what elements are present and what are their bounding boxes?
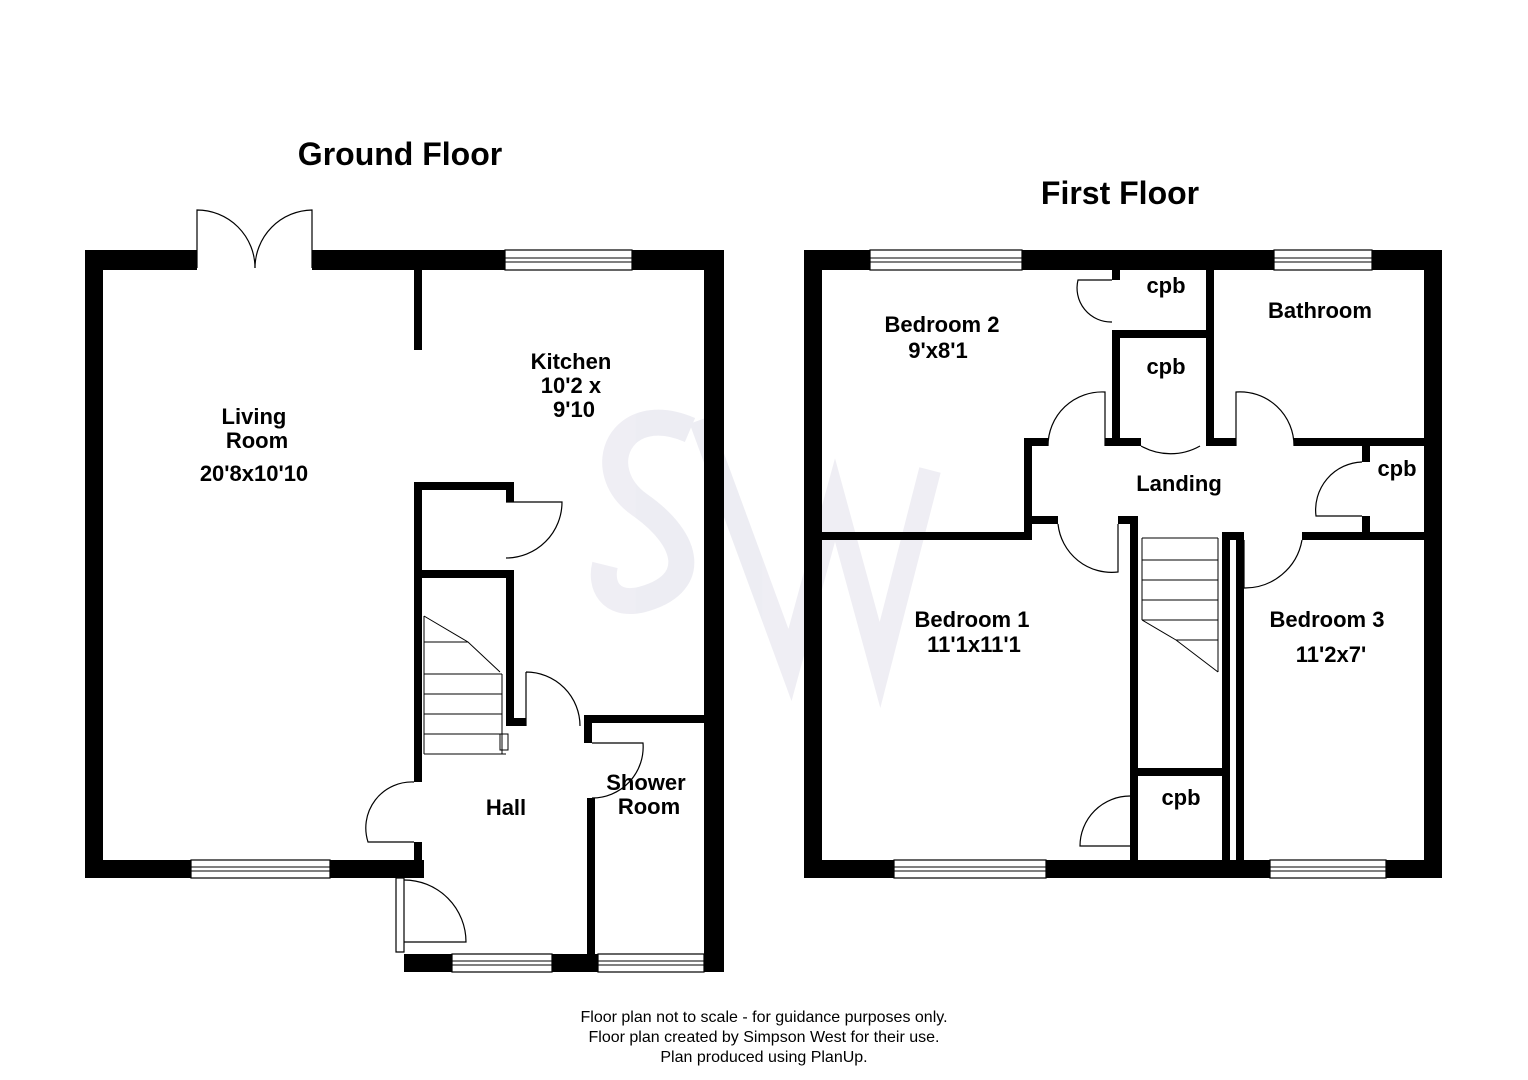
first-floor-plan (804, 249, 1442, 879)
bedroom-2-dimensions: 9'x8'1 (908, 338, 967, 363)
disclaimer-line: Floor plan created by Simpson West for t… (588, 1029, 940, 1046)
bedroom-1-label: Bedroom 1 (915, 607, 1030, 632)
bedroom-2-label: Bedroom 2 (885, 312, 1000, 337)
cupboard-label: cpb (1161, 785, 1200, 810)
living-room-dimensions: 20'8x10'10 (200, 461, 308, 486)
watermark-logo (590, 409, 941, 709)
cupboard-label: cpb (1377, 456, 1416, 481)
bedroom-1-dimensions: 11'1x11'1 (927, 632, 1021, 657)
shower-room-label: Shower Room (606, 770, 692, 819)
ground-floor-plan (85, 209, 724, 973)
bedroom-3-label: Bedroom 3 (1270, 607, 1385, 632)
cupboard-label: cpb (1146, 354, 1185, 379)
bedroom-3-dimensions: 11'2x7' (1296, 642, 1366, 667)
landing-label: Landing (1136, 471, 1222, 496)
disclaimer-footer: Floor plan not to scale - for guidance p… (364, 1008, 1164, 1068)
first-floor-title: First Floor (1041, 175, 1199, 211)
disclaimer-line: Plan produced using PlanUp. (660, 1049, 868, 1066)
hall-label: Hall (486, 795, 526, 820)
kitchen-label: Kitchen 10'2 x 9'10 (531, 349, 618, 422)
cupboard-label: cpb (1146, 273, 1185, 298)
bathroom-label: Bathroom (1268, 298, 1372, 323)
ground-floor-title: Ground Floor (298, 136, 502, 172)
living-room-label: Living Room (222, 404, 293, 453)
disclaimer-line: Floor plan not to scale - for guidance p… (580, 1009, 948, 1026)
